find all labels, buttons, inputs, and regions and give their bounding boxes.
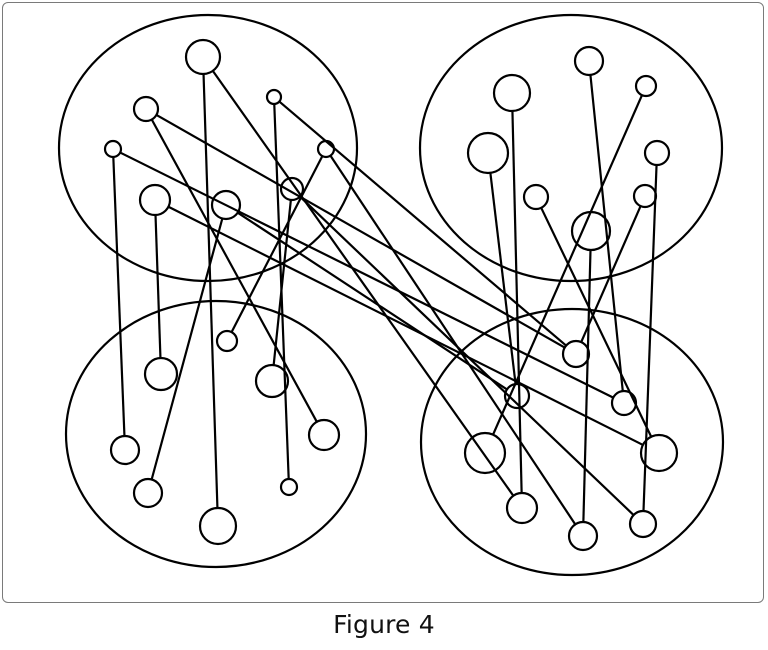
node-bl4 (109, 434, 141, 466)
edge-tr6-br5 (540, 207, 653, 438)
edge-tl6-br7 (329, 155, 577, 525)
edge-tl8-br1 (278, 100, 567, 347)
node-tl6 (316, 139, 336, 159)
node-tr5 (643, 139, 671, 167)
edges (112, 70, 658, 525)
edge-tr4-br2 (489, 172, 517, 385)
node-tr8 (570, 210, 612, 252)
node-br6 (505, 491, 539, 525)
node-tl5 (210, 189, 242, 221)
cluster-top-left (57, 13, 359, 283)
network-diagram (57, 13, 725, 577)
figure-caption: Figure 4 (333, 610, 435, 639)
node-tr7 (632, 183, 658, 209)
node-br8 (628, 509, 658, 539)
node-tr1 (573, 45, 605, 77)
node-tr2 (492, 73, 532, 113)
node-br1 (561, 339, 591, 369)
edge-tl8-bl7 (273, 103, 290, 480)
node-tl7 (279, 176, 305, 202)
edge-tl4-bl2 (154, 214, 162, 359)
edge-tr5-br8 (642, 164, 658, 512)
node-bl7 (279, 477, 299, 497)
edge-tl4-br5 (167, 205, 644, 446)
cluster-bottom-left (64, 299, 368, 569)
edge-tl7-bl3 (272, 199, 292, 366)
cluster-top-right (418, 13, 724, 283)
node-tl8 (265, 88, 283, 106)
node-bl3 (254, 363, 290, 399)
edge-tr1-br3 (589, 74, 624, 392)
node-bl2 (143, 356, 179, 392)
edge-tr8-br7 (582, 249, 592, 523)
edge-tl1-bl8 (202, 73, 219, 509)
node-tr3 (634, 74, 658, 98)
node-tl3 (103, 139, 123, 159)
edge-tl5-br2 (237, 211, 508, 391)
node-tr4 (466, 131, 510, 175)
clusters (57, 13, 725, 577)
edge-tr7-br1 (580, 205, 642, 343)
edge-tl3-br3 (119, 151, 614, 399)
node-tl4 (138, 183, 172, 217)
edge-tl1-br6 (211, 70, 515, 497)
node-tl1 (184, 38, 222, 76)
node-br7 (567, 520, 599, 552)
nodes (103, 38, 679, 552)
edge-tl3-bl4 (112, 156, 126, 437)
node-br5 (639, 433, 679, 473)
node-bl8 (198, 506, 238, 546)
edge-tl2-br1 (155, 113, 566, 349)
node-bl6 (132, 477, 164, 509)
edge-tr2-br6 (511, 110, 523, 494)
node-br2 (503, 382, 531, 410)
node-bl1 (215, 329, 239, 353)
edge-tl6-bl1 (230, 155, 324, 333)
edge-tl2-bl5 (150, 119, 318, 423)
node-tl2 (132, 95, 160, 123)
node-br3 (610, 389, 638, 417)
node-tr6 (522, 183, 550, 211)
cluster-bottom-right (419, 307, 725, 577)
figure-frame (2, 2, 764, 603)
node-bl5 (307, 418, 341, 452)
node-br4 (463, 431, 507, 475)
